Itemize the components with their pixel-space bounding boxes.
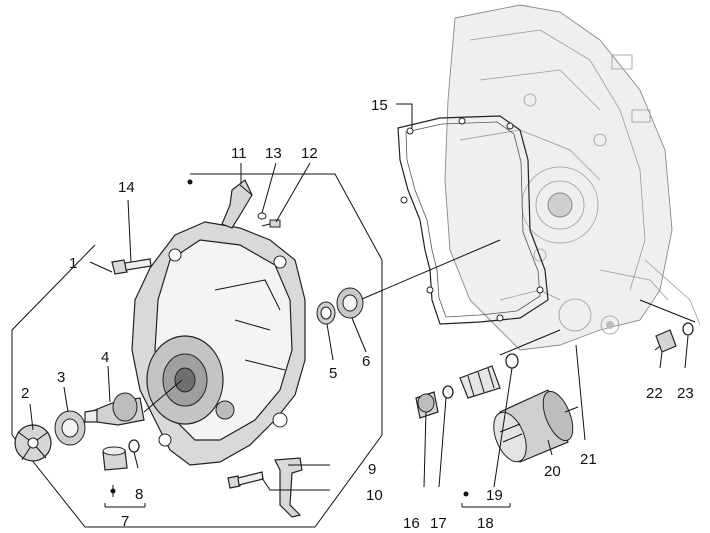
bracket-11	[221, 179, 253, 229]
cover-housing	[131, 221, 306, 466]
washer-13	[257, 212, 267, 220]
label-part-7: 7	[121, 513, 129, 530]
label-part-1: 1	[69, 255, 77, 272]
label-part-21: 21	[580, 451, 597, 468]
filter-screen-18	[459, 365, 501, 399]
label-part-15: 15	[371, 97, 388, 114]
label-part-16: 16	[403, 515, 420, 532]
bolt-14	[111, 258, 152, 275]
drain-plug-16	[415, 391, 439, 419]
label-part-17: 17	[430, 515, 447, 532]
label-part-22: 22	[646, 385, 663, 402]
label-part-13: 13	[265, 145, 282, 162]
leader-lines	[29, 103, 696, 508]
label-part-19: 19	[486, 487, 503, 504]
label-part-5: 5	[329, 365, 337, 382]
cap-7	[102, 446, 128, 471]
o-ring-19	[505, 353, 519, 369]
bracket-9	[274, 457, 303, 518]
label-part-12: 12	[301, 145, 318, 162]
label-part-3: 3	[57, 369, 65, 386]
pump-shaft-4	[84, 392, 145, 426]
label-part-11: 11	[231, 145, 247, 162]
label-part-20: 20	[544, 463, 561, 480]
screw-12	[261, 219, 281, 228]
bearing-6	[336, 287, 364, 319]
bolt-10	[227, 471, 264, 489]
label-part-8: 8	[135, 486, 143, 503]
assembly-outline-1	[11, 173, 383, 528]
o-ring-8	[128, 439, 140, 453]
label-part-2: 2	[21, 385, 29, 402]
label-part-23: 23	[677, 385, 694, 402]
engine-block-background	[444, 4, 701, 351]
oil-seal-5	[316, 301, 336, 325]
o-ring-17	[442, 385, 454, 399]
label-part-14: 14	[118, 179, 135, 196]
gasket-15	[397, 115, 549, 325]
oil-filter-20	[493, 389, 574, 463]
washer-23	[682, 322, 694, 336]
label-part-4: 4	[101, 349, 109, 366]
label-part-10: 10	[366, 487, 383, 504]
label-part-18: 18	[477, 515, 494, 532]
seal-3	[54, 410, 86, 446]
label-part-9: 9	[368, 461, 376, 478]
part-labels: 1 2 3 4 5 6 7 8 9 10 11 12 13 14 15 16 1…	[21, 97, 694, 532]
impeller-2	[14, 424, 52, 462]
label-part-6: 6	[362, 353, 370, 370]
stud-21	[564, 406, 579, 413]
sensor-22	[654, 329, 677, 353]
